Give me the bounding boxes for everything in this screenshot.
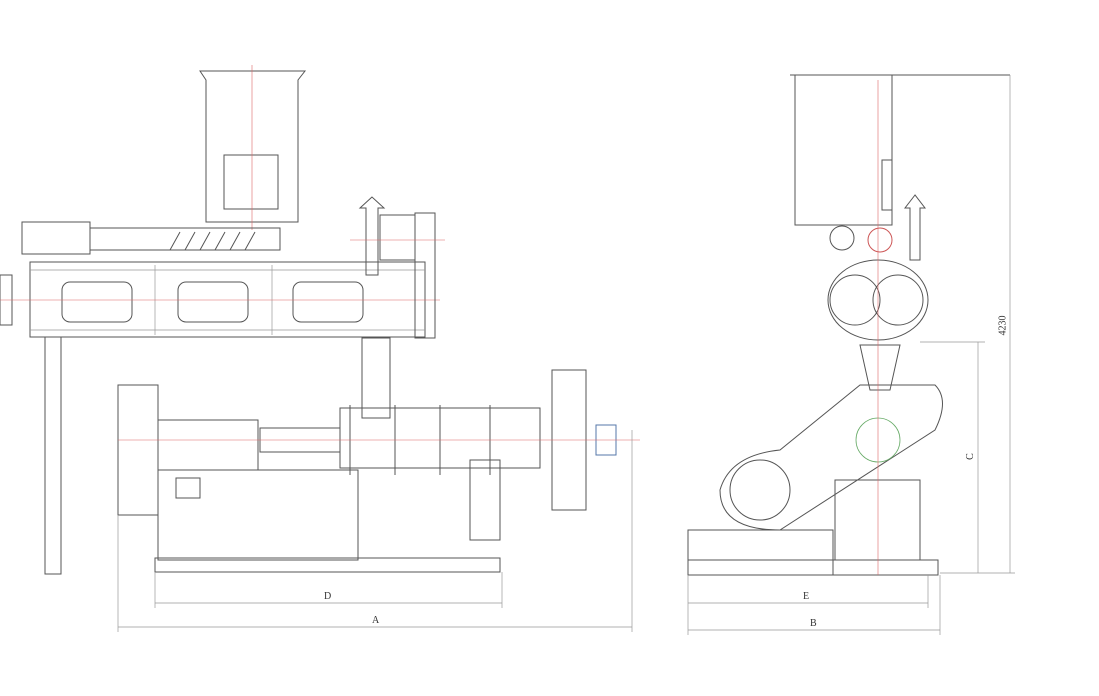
side-view xyxy=(687,74,1015,635)
dimension-label-c: C xyxy=(964,453,976,460)
dimension-label-d: D xyxy=(324,591,332,602)
front-view xyxy=(0,65,640,632)
dimension-label-b: B xyxy=(810,618,817,629)
extruder xyxy=(117,337,640,573)
conditioner xyxy=(0,221,440,575)
hopper xyxy=(199,65,307,230)
dimension-label-a: A xyxy=(372,615,380,626)
drive-motor-top xyxy=(350,196,445,339)
dimension-lines-front xyxy=(117,430,633,632)
dimension-lines-side xyxy=(687,75,1015,635)
dimension-label-total-height: 4230 xyxy=(997,315,1009,336)
dimension-label-e: E xyxy=(803,591,810,602)
